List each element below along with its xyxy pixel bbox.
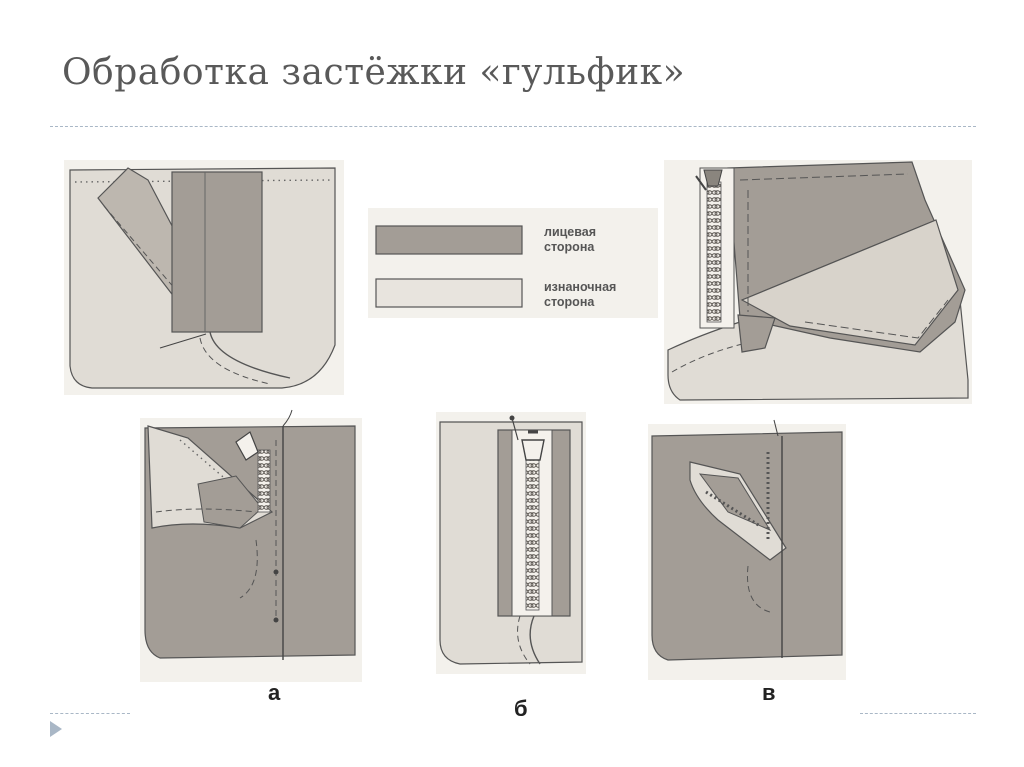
panel-b [436,412,586,674]
inner-face-flap [197,475,263,529]
curved-seam [209,331,291,379]
zipper-teeth [525,453,540,611]
small-flap [737,314,776,353]
curve-stitch-line [746,565,771,613]
face-side-facing [171,171,263,333]
legend-face-line1: лицевая [544,225,596,239]
thread-line [282,409,293,427]
inner-face-flap [698,473,772,532]
panel-label-a: а [268,680,281,705]
slide-title: Обработка застёжки «гульфик» [62,52,686,93]
legend-swatch-face [375,225,523,255]
title-divider [50,126,976,127]
pin-icon [511,417,519,441]
pin-head-icon [273,617,279,623]
panel-label-v: в [762,680,776,705]
panel-top-left [64,160,344,395]
beaded-zipper-row [705,490,761,528]
curved-stitch-line [199,337,271,385]
panel-v [648,419,846,680]
legend: лицевая сторона изнаночная сторона [368,208,658,318]
legend-back-line2: сторона [544,295,595,309]
fabric-face-side [651,431,843,661]
triangle-bullet-icon [50,721,62,737]
zipper-slider-icon [235,431,259,461]
thread-line [159,333,207,349]
pin-head-icon [509,415,515,421]
footer-divider-left [50,713,130,714]
zipper-slider-icon [703,169,723,187]
zipper-slider-icon [521,439,545,461]
thread-line [773,419,779,437]
zipper-pull [695,175,707,191]
panel-top-right [664,160,972,404]
pin-head-icon [273,569,279,575]
footer-divider-right [860,713,976,714]
panel-a [140,409,362,682]
top-stitch-line [739,173,909,181]
fold-stitch-line [804,299,949,339]
curved-stitch-line [517,615,531,665]
curved-seam [529,615,541,665]
panel-label-b: б [514,696,528,721]
legend-back-line1: изнаночная [544,280,616,294]
zipper-teeth [706,181,722,323]
legend-face-line2: сторона [544,240,595,254]
legend-swatch-back [375,278,523,308]
back-side-fold [740,219,959,346]
zipper-teeth [257,449,271,513]
